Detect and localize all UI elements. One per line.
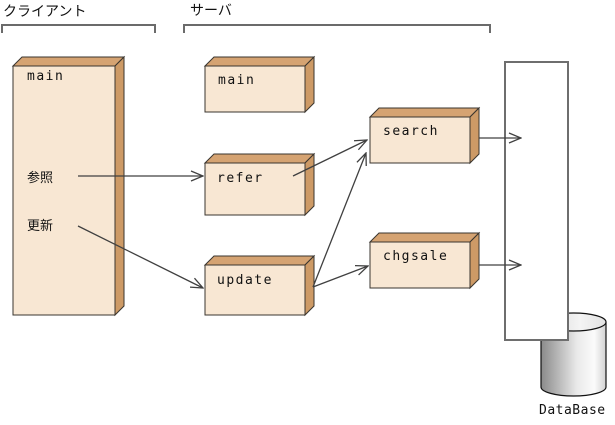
server-group-label: サーバ bbox=[190, 3, 232, 19]
server-group-bracket bbox=[183, 24, 491, 33]
client-update-item-label: 更新 bbox=[27, 218, 53, 234]
box-refer-side-face bbox=[304, 152, 315, 217]
box-update-label: update bbox=[217, 273, 273, 288]
box-chgsale-top-face bbox=[368, 232, 481, 243]
box-refer-label: refer bbox=[217, 171, 264, 186]
box-update-side-face bbox=[304, 254, 315, 317]
box-server-main-side-face bbox=[304, 55, 315, 114]
box-update-front-face bbox=[204, 264, 306, 316]
box-server-main-top-face bbox=[203, 56, 316, 67]
box-chgsale-side-face bbox=[469, 231, 480, 290]
box-search-side-face bbox=[469, 106, 480, 165]
box-search: search bbox=[368, 106, 481, 165]
box-client-main-top-face bbox=[11, 56, 126, 67]
box-update-top-face bbox=[203, 255, 316, 266]
database-label: DataBase bbox=[539, 403, 606, 418]
box-chgsale-front-face bbox=[369, 241, 471, 289]
box-client-main-label: main bbox=[27, 69, 64, 84]
box-server-main: main bbox=[203, 55, 316, 114]
arrow-update-to-update bbox=[77, 225, 203, 288]
box-refer-top-face bbox=[203, 153, 316, 164]
box-search-label: search bbox=[383, 124, 439, 139]
arrow-update-to-chgsale bbox=[312, 266, 368, 288]
client-group-bracket bbox=[1, 24, 156, 33]
arrow-refer-to-search bbox=[292, 140, 367, 177]
client-refer-item-label: 参照 bbox=[27, 170, 53, 186]
box-server-main-front-face bbox=[204, 65, 306, 113]
box-search-top-face bbox=[368, 107, 481, 118]
box-update: update bbox=[203, 254, 316, 317]
client-group-label: クライアント bbox=[3, 4, 86, 20]
box-chgsale: chgsale bbox=[368, 231, 481, 290]
box-server-main-label: main bbox=[218, 73, 255, 88]
box-chgsale-label: chgsale bbox=[383, 249, 448, 264]
box-client-main-front-face bbox=[12, 65, 116, 316]
box-refer-front-face bbox=[204, 162, 306, 216]
box-client-main: main 参照 更新 bbox=[11, 55, 126, 317]
db-access-rectangle bbox=[504, 61, 569, 341]
box-search-front-face bbox=[369, 116, 471, 164]
box-client-main-side-face bbox=[114, 55, 125, 317]
box-refer: refer bbox=[203, 152, 316, 217]
arrow-update-to-search bbox=[312, 153, 366, 288]
